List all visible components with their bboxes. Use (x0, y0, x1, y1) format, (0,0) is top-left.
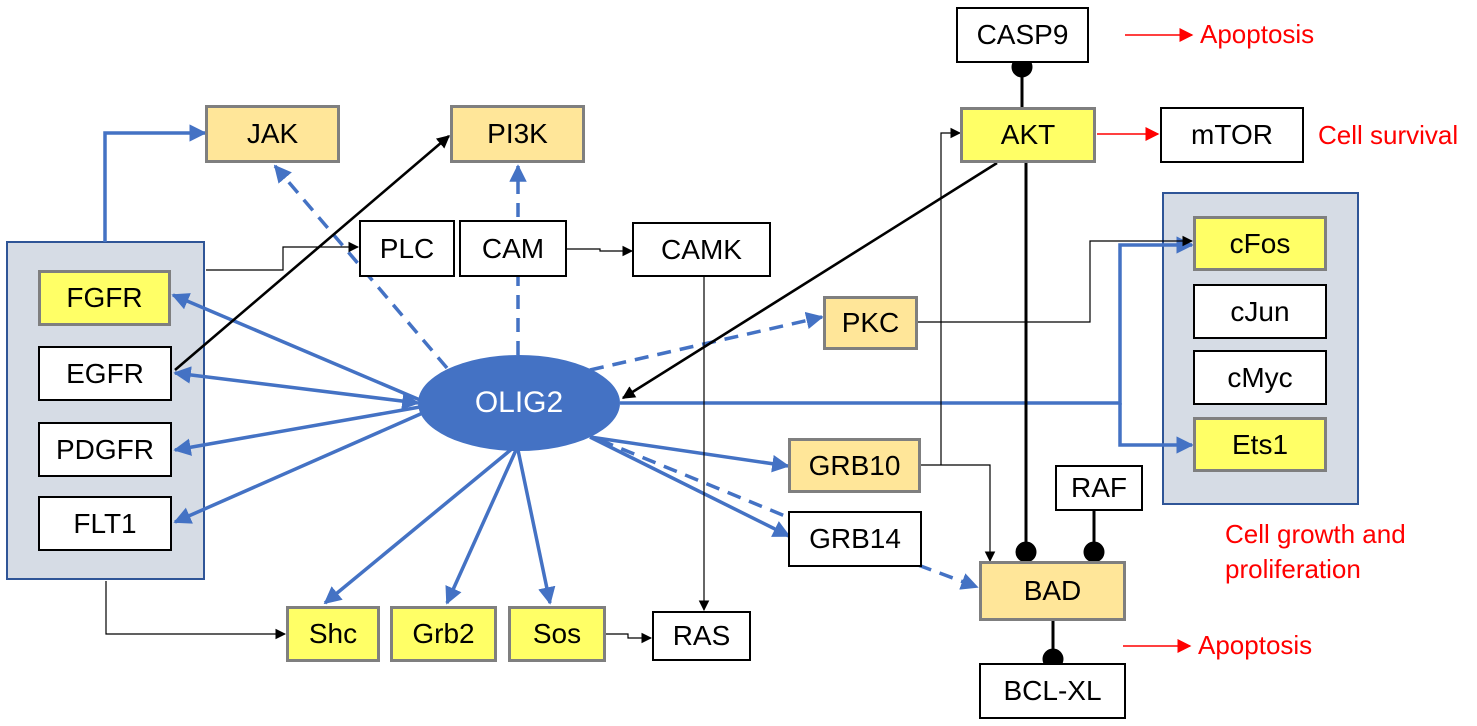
edge-egfr-pi3k (174, 135, 450, 371)
edge-olig2-grb14-dashed (599, 438, 791, 520)
node-bclxl: BCL-XL (979, 663, 1126, 719)
edge-olig2-ets1 (1118, 403, 1194, 454)
edge-fgfr-group-jak (103, 124, 207, 242)
outcome-cell-survival: Cell survival (1318, 120, 1459, 150)
node-ras: RAS (652, 611, 751, 661)
edge-grb10-akt (940, 127, 962, 465)
node-grb10: GRB10 (788, 438, 921, 493)
edge-olig2-grb14 (589, 435, 791, 538)
node-egfr: EGFR (38, 346, 172, 401)
edge-olig2-egfr (173, 366, 420, 410)
outcome-apoptosis-bottom: Apoptosis (1198, 630, 1313, 660)
node-mtor: mTOR (1160, 107, 1304, 163)
edge-olig2-cfos (620, 236, 1194, 405)
edge-olig2-shc (323, 446, 515, 605)
edge-sos-ras (606, 632, 653, 644)
edge-olig2-pdgfr (173, 405, 421, 456)
node-akt: AKT (960, 107, 1096, 163)
edge-receptor-shc (105, 581, 287, 640)
node-cmyc: cMyc (1193, 350, 1327, 405)
node-raf: RAF (1055, 465, 1143, 511)
inhibit-akt-bad-head (1015, 541, 1037, 563)
node-cfos: cFos (1193, 216, 1327, 271)
edge-pkc-cfos (918, 235, 1194, 323)
node-ets1: Ets1 (1193, 417, 1327, 472)
node-casp9: CASP9 (956, 7, 1089, 63)
node-grb14: GRB14 (788, 511, 922, 567)
outcome-apoptosis-top: Apoptosis (1200, 19, 1315, 49)
node-flt1: FLT1 (38, 496, 172, 551)
edge-olig2-fgfr (171, 293, 421, 402)
node-camk: CAMK (632, 222, 771, 277)
node-pdgfr: PDGFR (38, 422, 172, 477)
outcome-cell-growth-line1: Cell growth and (1225, 519, 1406, 549)
edge-grb14-bad (917, 563, 979, 590)
node-cjun: cJun (1193, 284, 1327, 339)
edge-grb10-bad (920, 464, 996, 563)
node-cam: CAM (459, 220, 567, 277)
node-pi3k: PI3K (450, 105, 585, 163)
node-pkc: PKC (823, 296, 918, 350)
edge-olig2-grb2 (445, 449, 518, 605)
edge-olig2-pkc (589, 311, 824, 372)
edge-cam-camk (566, 245, 634, 257)
node-sos: Sos (508, 606, 606, 662)
edge-akt-olig2 (621, 161, 998, 400)
node-jak: JAK (205, 105, 340, 163)
edge-olig2-sos (516, 449, 556, 605)
edge-receptor-plc (206, 241, 360, 271)
edge-olig2-flt1 (173, 410, 426, 524)
node-olig2: OLIG2 (418, 355, 620, 451)
outcome-cell-growth-line2: proliferation (1225, 554, 1361, 584)
node-plc: PLC (359, 220, 455, 277)
node-bad: BAD (979, 561, 1126, 621)
inhibit-raf-bad-head (1083, 541, 1105, 563)
node-grb2: Grb2 (390, 606, 497, 662)
edge-olig2-grb10 (589, 435, 790, 473)
node-fgfr: FGFR (38, 270, 171, 326)
node-shc: Shc (286, 606, 380, 662)
